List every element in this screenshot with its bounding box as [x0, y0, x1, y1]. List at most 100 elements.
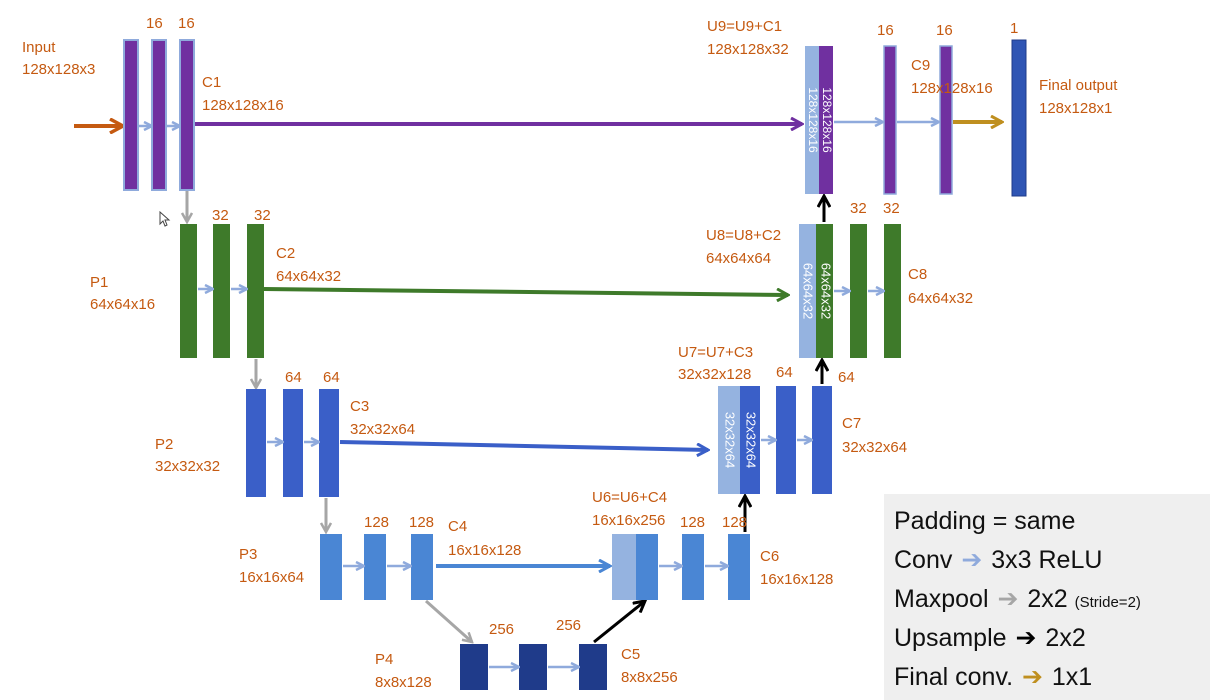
c1-label: C1 — [202, 74, 221, 91]
p1-block — [180, 224, 197, 358]
c8-label: C8 — [908, 266, 927, 283]
u9-skip-text: 128x128x16 — [820, 87, 834, 153]
c5-label: C5 — [621, 646, 640, 663]
c6-conv1-block — [682, 534, 704, 600]
legend-padding-text: Padding = same — [894, 507, 1076, 535]
legend-final-conv: Final conv. ➔ 1x1 — [894, 658, 1210, 697]
c3-filters-1: 64 — [285, 369, 302, 386]
u8-upsampled-block — [799, 224, 816, 358]
c7-conv1-block — [776, 386, 796, 494]
u7-size: 32x32x128 — [678, 366, 751, 383]
u9-label: U9=U9+C1 — [707, 18, 782, 35]
u7-skip-block — [740, 386, 760, 494]
c4-filters-1: 128 — [364, 514, 389, 531]
legend-conv-value: 3x3 ReLU — [991, 546, 1103, 574]
legend-upsample-label: Upsample — [894, 624, 1007, 652]
input-size: 128x128x3 — [22, 61, 95, 78]
c1-conv1-block — [151, 39, 167, 191]
c4-conv2-block — [411, 534, 433, 600]
u9-upsampled-block — [805, 46, 819, 194]
c5-filters-1: 256 — [489, 621, 514, 638]
c4-label: C4 — [448, 518, 467, 535]
u8-size: 64x64x64 — [706, 250, 771, 267]
c8-filters-2: 32 — [883, 200, 900, 217]
c2-filters-2: 32 — [254, 207, 271, 224]
c7-conv2-block — [812, 386, 832, 494]
c3-label: C3 — [350, 398, 369, 415]
c5-conv1-block — [519, 644, 547, 690]
p4-label: P4 — [375, 651, 393, 668]
legend-maxpool-label: Maxpool — [894, 585, 989, 613]
c3-conv2-block — [319, 389, 339, 497]
c9-conv1-block — [883, 45, 897, 195]
u7-upsampled-block — [718, 386, 740, 494]
u8-upsampled-text: 64x64x32 — [801, 263, 816, 319]
final-conv-arrow-icon: ➔ — [1021, 663, 1043, 691]
conv-arrow-icon: ➔ — [961, 546, 983, 574]
c7-size: 32x32x64 — [842, 439, 907, 456]
c9-size: 128x128x16 — [911, 80, 993, 97]
c6-filters-2: 128 — [722, 514, 747, 531]
c3-size: 32x32x64 — [350, 421, 415, 438]
c4-size: 16x16x128 — [448, 542, 521, 559]
c5-conv2-block — [579, 644, 607, 690]
c1-filters-1: 16 — [146, 15, 163, 32]
u6-size: 16x16x256 — [592, 512, 665, 529]
u9-upsampled-text: 128x128x16 — [806, 87, 820, 153]
legend-maxpool-value: 2x2 — [1027, 585, 1068, 613]
u8-label: U8=U8+C2 — [706, 227, 781, 244]
c3-filters-2: 64 — [323, 369, 340, 386]
c6-filters-1: 128 — [680, 514, 705, 531]
legend-padding: Padding = same — [894, 502, 1210, 541]
c6-size: 16x16x128 — [760, 571, 833, 588]
input-block — [123, 39, 139, 191]
p3-size: 16x16x64 — [239, 569, 304, 586]
c2-label: C2 — [276, 245, 295, 262]
legend-upsample: Upsample ➔ 2x2 — [894, 619, 1210, 658]
c9-filters-2: 16 — [936, 22, 953, 39]
c9-label: C9 — [911, 57, 930, 74]
c2-conv1-block — [213, 224, 230, 358]
final-output-block — [1011, 39, 1027, 197]
final-label: Final output — [1039, 77, 1118, 94]
c3-conv1-block — [283, 389, 303, 497]
final-filters: 1 — [1010, 20, 1018, 37]
c1-conv2-block — [179, 39, 195, 191]
p3-block — [320, 534, 342, 600]
u6-skip-block — [636, 534, 658, 600]
upsample-arrow-1 — [593, 601, 645, 644]
legend-final-value: 1x1 — [1051, 663, 1093, 691]
c7-filters-1: 64 — [776, 364, 793, 381]
c9-conv2-block — [939, 45, 953, 195]
c5-size: 8x8x256 — [621, 669, 678, 686]
p1-size: 64x64x16 — [90, 296, 155, 313]
maxpool-arrow-4 — [425, 599, 472, 642]
legend-conv: Conv ➔ 3x3 ReLU — [894, 541, 1210, 580]
p2-block — [246, 389, 266, 497]
c6-conv2-block — [728, 534, 750, 600]
u6-label: U6=U6+C4 — [592, 489, 667, 506]
p1-label: P1 — [90, 274, 108, 291]
p2-label: P2 — [155, 436, 173, 453]
c2-filters-1: 32 — [212, 207, 229, 224]
skip-arrow-c3-u7 — [339, 440, 708, 450]
u6-upsampled-block — [612, 534, 636, 600]
c9-filters-1: 16 — [877, 22, 894, 39]
c1-filters-2: 16 — [178, 15, 195, 32]
p4-size: 8x8x128 — [375, 674, 432, 691]
legend-final-label: Final conv. — [894, 663, 1014, 691]
u9-skip-block — [819, 46, 833, 194]
c6-label: C6 — [760, 548, 779, 565]
u7-upsampled-text: 32x32x64 — [723, 412, 738, 468]
final-size: 128x128x1 — [1039, 100, 1112, 117]
p3-label: P3 — [239, 546, 257, 563]
upsample-arrow-icon: ➔ — [1015, 624, 1037, 652]
c8-size: 64x64x32 — [908, 290, 973, 307]
u7-label: U7=U7+C3 — [678, 344, 753, 361]
c5-filters-2: 256 — [556, 617, 581, 634]
c7-filters-2: 64 — [838, 369, 855, 386]
mouse-cursor-icon — [159, 210, 171, 227]
legend-maxpool: Maxpool ➔ 2x2 (Stride=2) — [894, 580, 1210, 619]
c4-conv1-block — [364, 534, 386, 600]
skip-arrow-c2-u8 — [263, 287, 788, 295]
